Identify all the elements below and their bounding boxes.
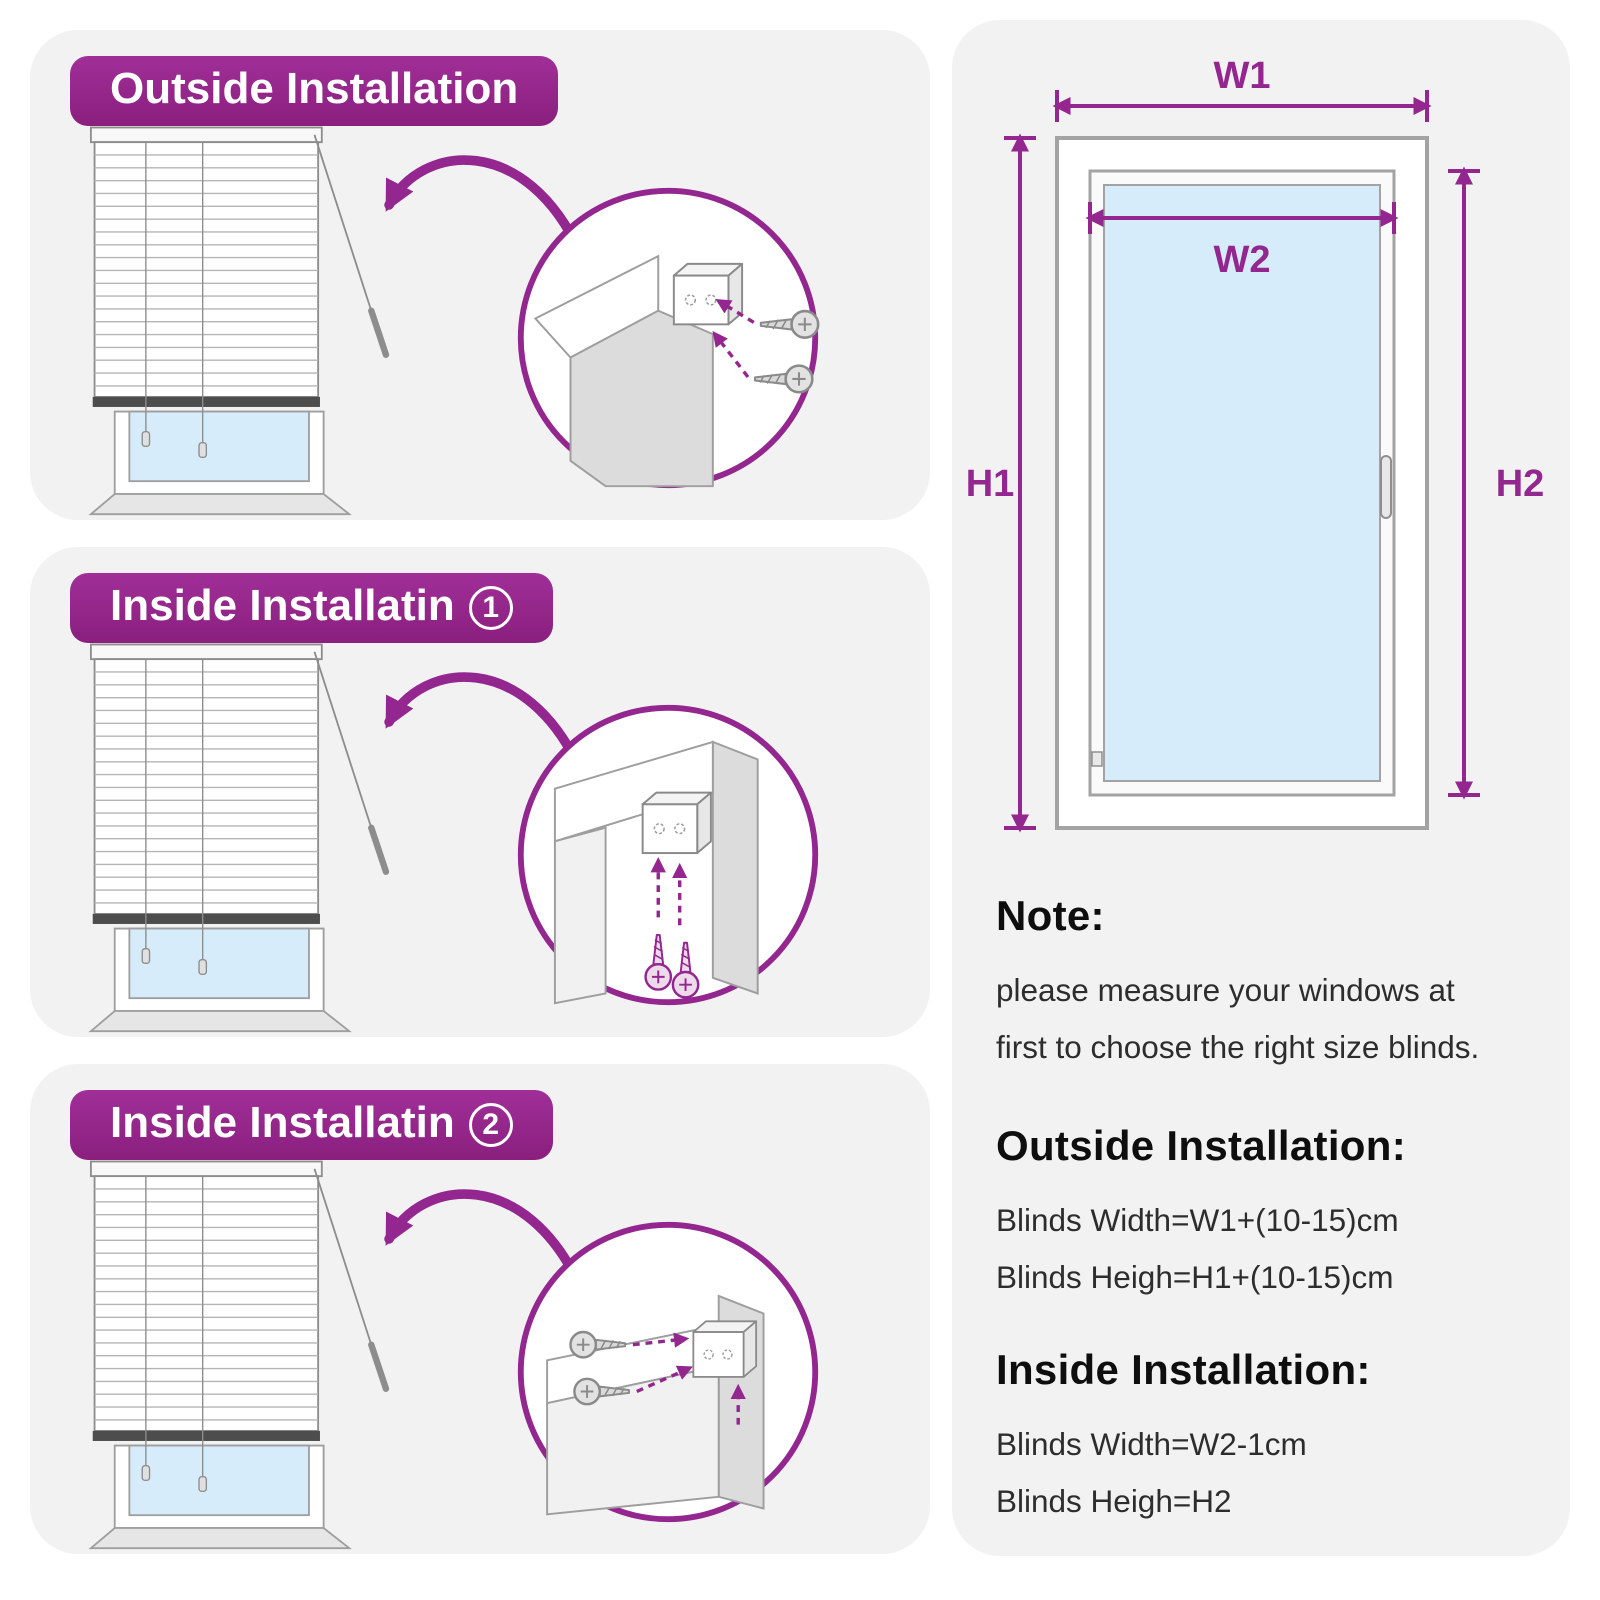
panel-number-badge: 2	[468, 1103, 513, 1147]
w2-dimension: W2	[1085, 202, 1399, 281]
panel-title: Inside Installatin	[110, 1098, 455, 1147]
panel-title: Outside Installation	[110, 64, 519, 113]
mounting-bracket	[641, 791, 712, 855]
inside-installation-section: Inside Installation: Blinds Width=W2-1cm…	[996, 1346, 1540, 1530]
inside-width-formula: Blinds Width=W2-1cm	[996, 1426, 1307, 1462]
inside-height-formula: Blinds Heigh=H2	[996, 1483, 1232, 1519]
w1-dimension: W1	[1052, 55, 1432, 122]
note-heading: Note:	[996, 892, 1105, 939]
curved-arrow-icon	[384, 672, 586, 779]
blinds-illustration	[78, 1156, 408, 1550]
measurement-panel: W1 W2 H1 H2	[952, 20, 1570, 1556]
w2-label: W2	[1214, 239, 1271, 281]
inside-bracket-detail-2	[517, 1221, 819, 1523]
note-text-line: first to choose the right size blinds.	[996, 1029, 1480, 1065]
wall-corner-illustration	[533, 254, 714, 488]
h1-dimension: H1	[966, 133, 1036, 833]
panel-number-badge: 1	[468, 586, 513, 630]
screws	[712, 298, 820, 394]
panel-inside-installation-2: Inside Installatin 2	[30, 1064, 930, 1554]
outside-installation-section: Outside Installation: Blinds Width=W1+(1…	[996, 1122, 1540, 1306]
blinds-illustration	[78, 122, 408, 516]
curved-arrow-icon	[384, 1189, 586, 1296]
inside-bracket-detail-1	[517, 704, 819, 1006]
screws	[644, 857, 700, 999]
screws	[569, 1330, 746, 1425]
outside-bracket-detail	[517, 187, 820, 489]
mounting-bracket	[672, 262, 744, 326]
h1-label: H1	[966, 463, 1015, 505]
panel-title-banner: Inside Installatin 2	[70, 1090, 553, 1160]
window-measurement-diagram: W1 W2 H1 H2	[966, 55, 1545, 833]
window-frame-illustration	[553, 740, 759, 1005]
note-section: Note: please measure your windows at fir…	[996, 892, 1540, 1076]
panel-title: Inside Installatin	[110, 581, 455, 630]
w1-label: W1	[1214, 55, 1271, 97]
h2-dimension: H2	[1448, 166, 1545, 800]
note-text-line: please measure your windows at	[996, 972, 1455, 1008]
outside-width-formula: Blinds Width=W1+(10-15)cm	[996, 1202, 1399, 1238]
window-frame	[1055, 136, 1429, 830]
outside-height-formula: Blinds Heigh=H1+(10-15)cm	[996, 1259, 1394, 1295]
panel-inside-installation-1: Inside Installatin 1	[30, 547, 930, 1037]
mounting-bracket	[692, 1320, 758, 1378]
blinds-illustration	[78, 639, 408, 1033]
panel-title-banner: Inside Installatin 1	[70, 573, 553, 643]
panel-outside-installation: Outside Installation	[30, 30, 930, 520]
inside-installation-heading: Inside Installation:	[996, 1346, 1371, 1393]
panel-title-banner: Outside Installation	[70, 56, 559, 126]
outside-installation-heading: Outside Installation:	[996, 1122, 1406, 1169]
h2-label: H2	[1496, 463, 1545, 505]
curved-arrow-icon	[384, 155, 586, 262]
window-handle	[1380, 455, 1392, 519]
